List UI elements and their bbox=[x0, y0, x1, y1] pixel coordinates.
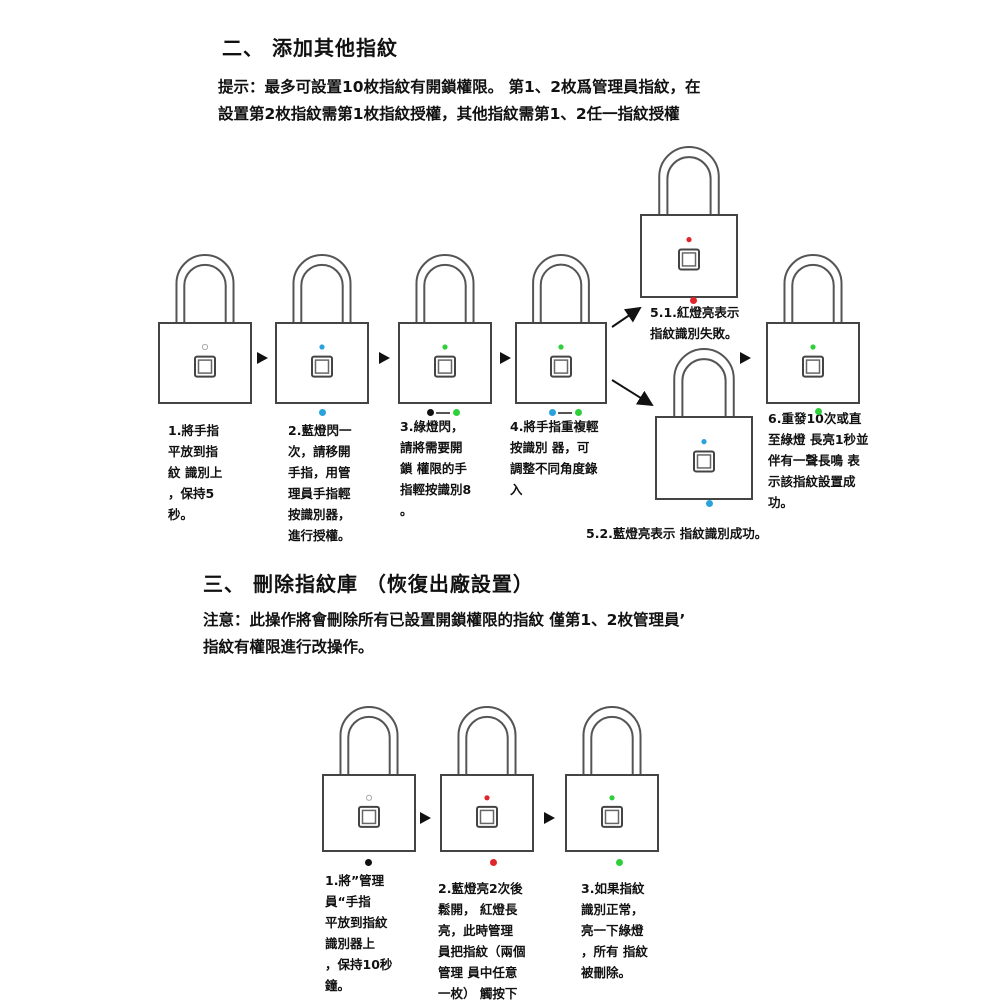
arrow-to-success bbox=[611, 379, 654, 407]
arrow-3-4 bbox=[500, 352, 511, 364]
lock-step-5-1 bbox=[640, 146, 738, 302]
transition-3 bbox=[436, 412, 450, 414]
reset-lock-2 bbox=[440, 706, 534, 856]
section-3-note-line-1: 注意：此操作將會刪除所有已設置開鎖權限的指紋 僅第1、2枚管理員’ bbox=[203, 611, 686, 629]
reset-arrow-1-2 bbox=[420, 812, 431, 824]
lock-step-6 bbox=[766, 254, 860, 408]
arrow-to-6 bbox=[740, 352, 751, 364]
add-step-5-1: 5.1.紅燈亮表示 指紋識別失敗。 bbox=[650, 305, 740, 341]
arrow-1-2 bbox=[257, 352, 268, 364]
led-indicator-4a bbox=[549, 409, 556, 416]
reset-step-1: 1.將”管理 員“手指 平放到指紋 識別器上 ，保持10秒 鐘。 bbox=[325, 873, 393, 993]
section-2-hint-line-1: 提示：最多可設置10枚指紋有開鎖權限。 第1、2枚爲管理員指紋，在 bbox=[218, 78, 701, 96]
section-3-title: 三、 刪除指紋庫 （恢復出廠設置） bbox=[203, 572, 534, 596]
reset-arrow-2-3 bbox=[544, 812, 555, 824]
add-step-5-2: 5.2.藍燈亮表示 指紋識別成功。 bbox=[586, 526, 768, 541]
add-step-6: 6.重發10次或直 至綠燈 長亮1秒並 伴有一聲長鳴 表 示該指紋設置成 功。 bbox=[768, 411, 869, 510]
add-step-1: 1.將手指 平放到指 紋 識別上 ，保持5 秒。 bbox=[168, 423, 223, 522]
led-indicator-3a bbox=[427, 409, 434, 416]
add-step-2: 2.藍燈閃一 次，請移開 手指，用管 理員手指輕 按識別器， 進行授權。 bbox=[288, 423, 352, 543]
led-indicator-6 bbox=[815, 408, 822, 415]
add-step-4: 4.將手指重複輕 按識別 器，可 調整不同角度錄 入 bbox=[510, 419, 599, 497]
section-2-title: 二、 添加其他指紋 bbox=[222, 36, 398, 60]
led-indicator-5-2 bbox=[706, 500, 713, 507]
lock-step-5-2 bbox=[655, 348, 753, 504]
reset-step-2: 2.藍燈亮2次後 鬆開， 紅燈長 亮，此時管理 員把指紋（兩個 管理 員中任意 … bbox=[438, 881, 526, 1001]
led-indicator-4b bbox=[575, 409, 582, 416]
reset-lock-3 bbox=[565, 706, 659, 856]
arrow-2-3 bbox=[379, 352, 390, 364]
lock-step-3 bbox=[398, 254, 492, 408]
section-2-hint-line-2: 設置第2枚指紋需第1枚指紋授權，其他指紋需第1、2任一指紋授權 bbox=[218, 105, 680, 123]
led-indicator-3b bbox=[453, 409, 460, 416]
lock-step-4 bbox=[515, 254, 607, 408]
lock-step-2 bbox=[275, 254, 369, 408]
add-step-3: 3.綠燈閃， 請將需要開 鎖 權限的手 指輕按識別8 。 bbox=[400, 419, 472, 518]
led-indicator-2 bbox=[319, 409, 326, 416]
arrow-to-fail bbox=[611, 306, 642, 328]
reset-lock-1 bbox=[322, 706, 416, 856]
lock-step-1 bbox=[158, 254, 252, 408]
led-indicator-5-1 bbox=[690, 297, 697, 304]
reset-led-2 bbox=[490, 859, 497, 866]
section-3-note-line-2: 指紋有權限進行改操作。 bbox=[203, 638, 374, 656]
reset-step-3: 3.如果指紋 識別正常， 亮一下綠燈 ，所有 指紋 被刪除。 bbox=[581, 881, 648, 980]
reset-led-3 bbox=[616, 859, 623, 866]
reset-led-1 bbox=[365, 859, 372, 866]
transition-4 bbox=[558, 412, 572, 414]
